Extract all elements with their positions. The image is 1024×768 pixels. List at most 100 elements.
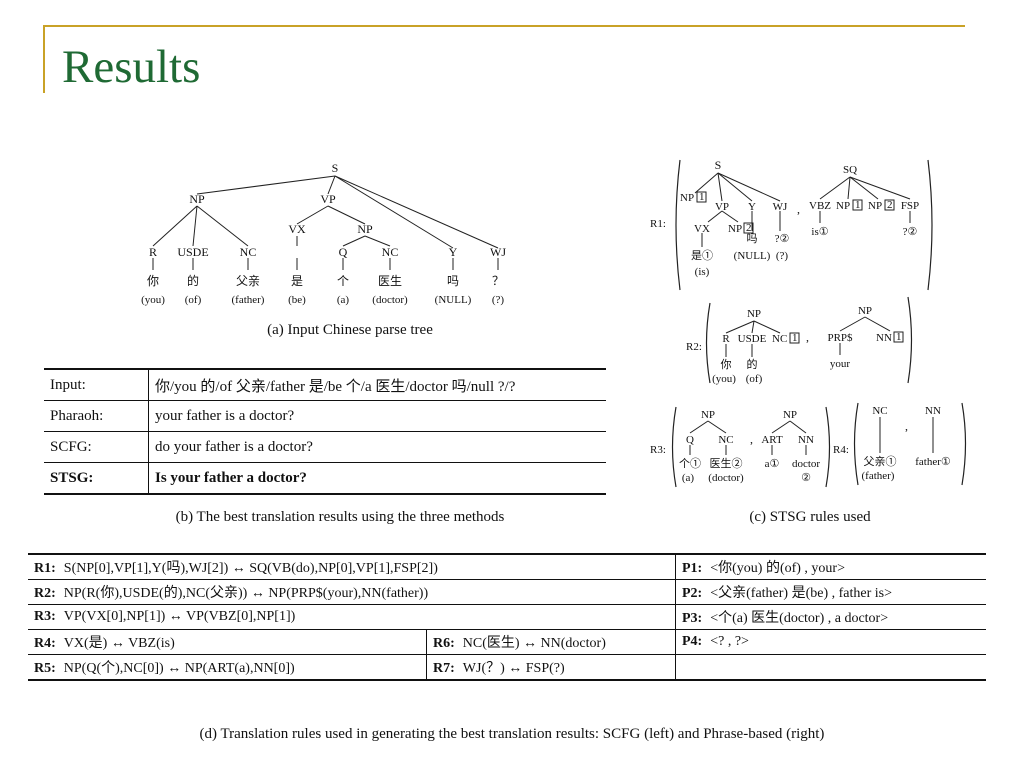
rule-key: P4: [682, 634, 703, 649]
rules-row: R3:VP(VX[0],NP[1]) ↔ VP(VBZ[0],NP[1]) P3… [28, 604, 986, 630]
r2-src-NP: NP [747, 308, 761, 320]
rule-r1: R1: S NP 1 VP Y WJ VX NP 2 吗 ?② 是① (NULL… [650, 158, 933, 291]
title-accent-horizontal-line [43, 25, 965, 27]
r3-src-yisheng: 医生② [710, 456, 743, 470]
leaf-word: 的 [187, 273, 199, 288]
comma: , [806, 330, 809, 344]
node-NP-object: NP [357, 222, 373, 236]
r3-src-NC: NC [718, 434, 733, 446]
leaf-gloss: (NULL) [435, 294, 472, 306]
figure-b-caption: (b) The best translation results using t… [175, 509, 505, 525]
stsg-rules-svg: R1: S NP 1 VP Y WJ VX NP 2 吗 ?② 是① (NULL… [650, 158, 967, 488]
scfg-rule-cell: R7:WJ(？) ↔ FSP(?) [426, 654, 676, 681]
title-accent-vertical-line [43, 25, 45, 93]
r1-tgt-NP-2: NP [868, 200, 882, 212]
comma: , [750, 432, 753, 446]
r3-tgt-NN: NN [798, 434, 814, 446]
rule-key: R4: [34, 636, 56, 651]
phrase-rule-cell: P1: <你(you) 的(of) , your> [675, 553, 986, 580]
r3-src-NP: NP [701, 409, 715, 421]
leaf-word: 是 [291, 274, 303, 288]
results-row: Pharaoh: your father is a doctor? [44, 400, 606, 432]
r1-tgt-FSP: FSP [901, 200, 919, 212]
rule-key: R6: [433, 636, 455, 651]
node-NP: NP [189, 192, 205, 206]
r3-src-Q: Q [686, 434, 694, 446]
r2-tgt-NN: NN [876, 332, 892, 344]
rule-text: <个(a) 医生(doctor) , a doctor> [710, 611, 889, 626]
scfg-rule-cell: R1:S(NP[0],VP[1],Y(吗),WJ[2]) ↔ SQ(VB(do)… [28, 553, 676, 580]
rule-key: P1: [682, 561, 703, 576]
r1-src-ma: 吗 [747, 232, 758, 245]
bracket [907, 296, 913, 384]
r1-src-WJ: WJ [773, 201, 788, 213]
placeholder-index: 2 [887, 199, 893, 211]
rule-key: R7: [433, 661, 455, 676]
r1-src-null: (NULL) [734, 250, 771, 262]
r1-tgt-q: ?② [903, 226, 918, 238]
r4-src-NC: NC [872, 405, 887, 417]
r4-src-fuqin: 父亲① [864, 454, 897, 468]
results-row: STSG: Is your father a doctor? [44, 462, 606, 495]
rule-key: P3: [682, 611, 703, 626]
leaf-word: 医生 [378, 274, 402, 288]
node-R: R [149, 245, 157, 259]
r2-src-NC: NC [772, 333, 787, 345]
rule-text: <父亲(father) 是(be) , father is> [710, 586, 892, 601]
bracket [853, 402, 859, 486]
leaf-gloss: (father) [232, 294, 265, 306]
rule-text: <你(you) 的(of) , your> [710, 561, 845, 576]
r2-tgt-PRP: PRP$ [827, 332, 853, 344]
r3-tgt-ART: ART [761, 434, 783, 446]
r3-src-gloss-doctor: (doctor) [708, 472, 744, 484]
bracket [671, 406, 677, 488]
r2-src-gloss-of: (of) [746, 373, 763, 385]
translation-rules-table: R1:S(NP[0],VP[1],Y(吗),WJ[2]) ↔ SQ(VB(do)… [28, 553, 986, 681]
r4-tgt-father: father① [915, 456, 951, 468]
results-row: Input: 你/you 的/of 父亲/father 是/be 个/a 医生/… [44, 368, 606, 401]
row-text: 你/you 的/of 父亲/father 是/be 个/a 医生/doctor … [148, 368, 606, 401]
r3-tgt-circle-2: ② [801, 472, 811, 484]
placeholder-index: 2 [746, 222, 752, 234]
bracket [961, 402, 967, 486]
rules-row: R1:S(NP[0],VP[1],Y(吗),WJ[2]) ↔ SQ(VB(do)… [28, 553, 986, 580]
rule-r3-label: R3: [650, 444, 666, 456]
r2-src-de: 的 [747, 357, 758, 371]
r1-tgt-is: is① [811, 226, 828, 238]
r2-src-gloss-you: (you) [712, 373, 736, 385]
r1-tgt-NP: NP [836, 200, 850, 212]
rule-key: P2: [682, 586, 703, 601]
rule-text: NP(R(你),USDE(的),NC(父亲)) ↔ NP(PRP$(your),… [63, 586, 429, 601]
row-text: do your father is a doctor? [148, 431, 606, 463]
r2-src-R: R [722, 333, 730, 345]
leaf-gloss: (of) [185, 294, 202, 306]
rule-text: <? , ?> [710, 634, 749, 649]
scfg-rule-cell: R3:VP(VX[0],NP[1]) ↔ VP(VBZ[0],NP[1]) [28, 604, 676, 630]
rule-key: R5: [34, 661, 56, 676]
row-label: SCFG: [44, 431, 149, 463]
comma: , [797, 202, 800, 216]
placeholder-index: 1 [699, 191, 705, 203]
r1-src-VX: VX [694, 223, 710, 235]
rule-key: R2: [34, 586, 56, 601]
leaf-word: 父亲 [236, 274, 260, 288]
r2-tgt-NP: NP [858, 305, 872, 317]
r3-src-ge: 个① [679, 457, 701, 470]
figure-d-caption: (d) Translation rules used in generating… [199, 726, 825, 742]
row-label: STSG: [44, 462, 149, 495]
r3-src-gloss-a: (a) [682, 472, 695, 484]
rule-key: R1: [34, 561, 56, 576]
bracket [705, 302, 711, 384]
scfg-rule-cell: R2: NP(R(你),USDE(的),NC(父亲)) ↔ NP(PRP$(you… [28, 579, 676, 605]
r3-tgt-NP: NP [783, 409, 797, 421]
bracket [675, 159, 681, 291]
slide-title: Results [62, 41, 201, 93]
placeholder-box-1 [696, 191, 707, 203]
row-text: your father is a doctor? [148, 400, 606, 432]
phrase-rule-cell-empty [675, 654, 986, 681]
rules-row: R5:NP(Q(个),NC[0]) ↔ NP(ART(a),NN[0]) R7:… [28, 654, 986, 681]
phrase-rule-cell: P3: <个(a) 医生(doctor) , a doctor> [675, 604, 986, 630]
rule-r1-label: R1: [650, 218, 666, 230]
r1-src-q: ?② [775, 233, 790, 245]
placeholder-box-1 [852, 199, 863, 211]
